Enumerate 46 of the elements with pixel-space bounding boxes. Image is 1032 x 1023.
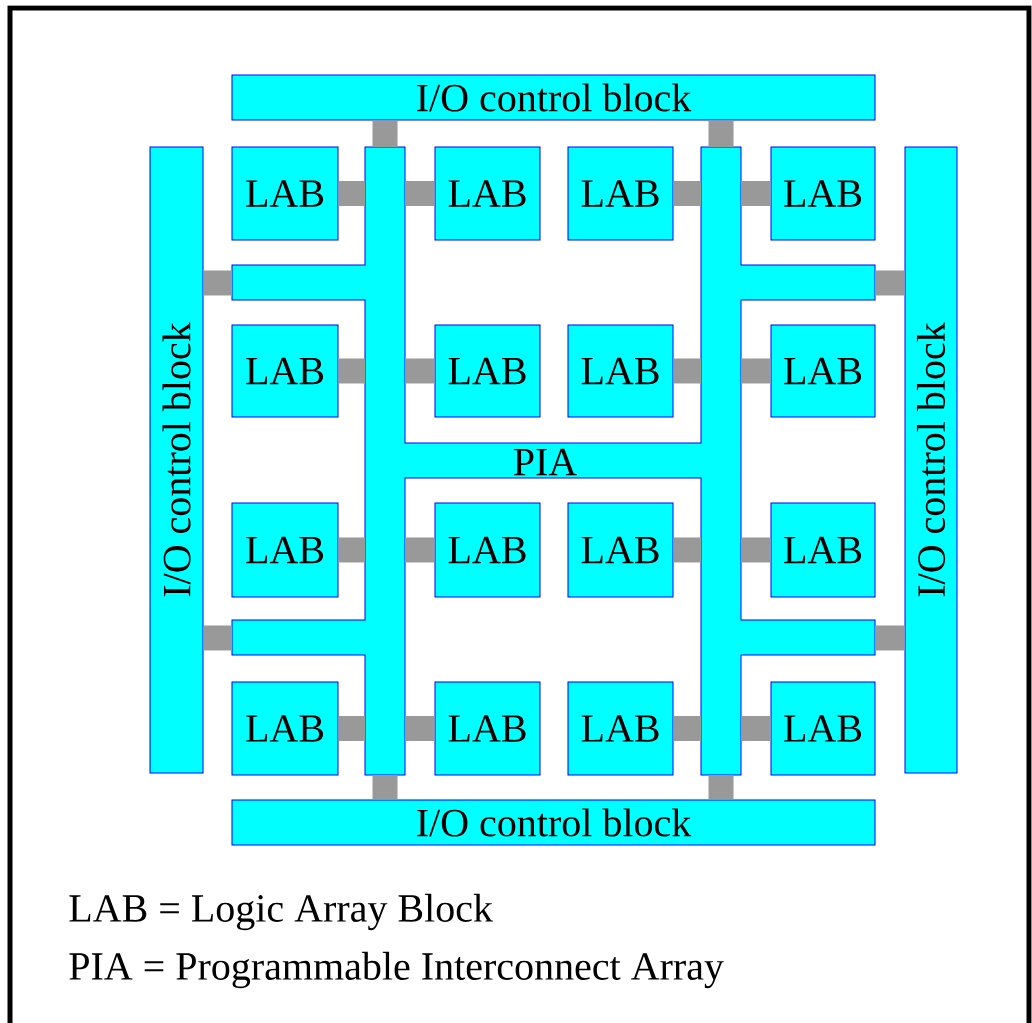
- logic-array-block: LAB: [231, 502, 339, 598]
- logic-array-block: LAB: [434, 681, 541, 776]
- connector: [875, 270, 905, 296]
- connector: [405, 716, 435, 741]
- connector: [405, 358, 435, 384]
- logic-array-block: LAB: [231, 146, 339, 241]
- connector: [673, 716, 701, 741]
- connector: [405, 181, 435, 206]
- logic-array-block: LAB: [434, 146, 541, 241]
- logic-array-block: LAB: [231, 324, 339, 418]
- connector: [338, 716, 365, 741]
- legend-text: PIA = Programmable Interconnect Array: [69, 951, 724, 989]
- logic-array-block: LAB: [434, 324, 541, 418]
- logic-array-block: LAB: [770, 502, 876, 598]
- io-control-block: I/O control block: [149, 146, 204, 774]
- connector: [708, 775, 734, 800]
- connector: [673, 537, 701, 563]
- connector: [203, 625, 232, 651]
- connector: [708, 120, 734, 147]
- io-control-block: I/O control block: [231, 799, 876, 846]
- connector: [741, 358, 771, 384]
- io-control-block: I/O control block: [231, 74, 876, 121]
- connector: [338, 537, 365, 563]
- connector: [741, 181, 771, 206]
- logic-array-block: LAB: [567, 502, 674, 598]
- logic-array-block: LAB: [434, 502, 541, 598]
- connector: [673, 358, 701, 384]
- logic-array-block: LAB: [770, 146, 876, 241]
- logic-array-block: LAB: [567, 681, 674, 776]
- connector: [875, 625, 905, 651]
- connector: [338, 181, 365, 206]
- logic-array-block: LAB: [567, 324, 674, 418]
- logic-array-block: LAB: [770, 324, 876, 418]
- legend-text: LAB = Logic Array Block: [69, 893, 493, 931]
- connector: [338, 358, 365, 384]
- connector: [673, 181, 701, 206]
- connector: [405, 537, 435, 563]
- connector: [741, 716, 771, 741]
- io-control-block: I/O control block: [904, 146, 958, 774]
- connector: [203, 270, 232, 296]
- logic-array-block: LAB: [770, 681, 876, 776]
- logic-array-block: LAB: [231, 681, 339, 776]
- connector: [372, 775, 398, 800]
- logic-array-block: LAB: [567, 146, 674, 241]
- connector: [741, 537, 771, 563]
- connector: [372, 120, 398, 147]
